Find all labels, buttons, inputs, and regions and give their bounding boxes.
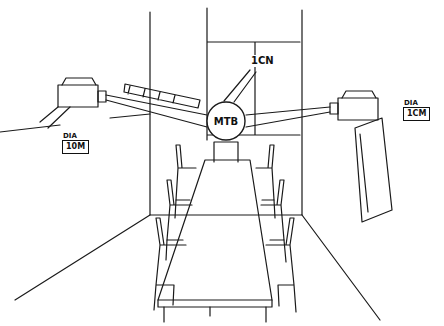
note-text: 10M	[66, 142, 85, 152]
note-text: 1CM	[407, 109, 426, 119]
note-heading: DIA	[404, 99, 418, 107]
circle-label: MTB	[206, 101, 246, 141]
boxed-note: DIA1CM	[403, 107, 430, 121]
note-heading: DIA	[63, 132, 77, 140]
circle-node: MTB	[206, 101, 246, 141]
callout-label: 1CN	[250, 55, 275, 67]
boxed-note: DIA10M	[62, 140, 89, 154]
